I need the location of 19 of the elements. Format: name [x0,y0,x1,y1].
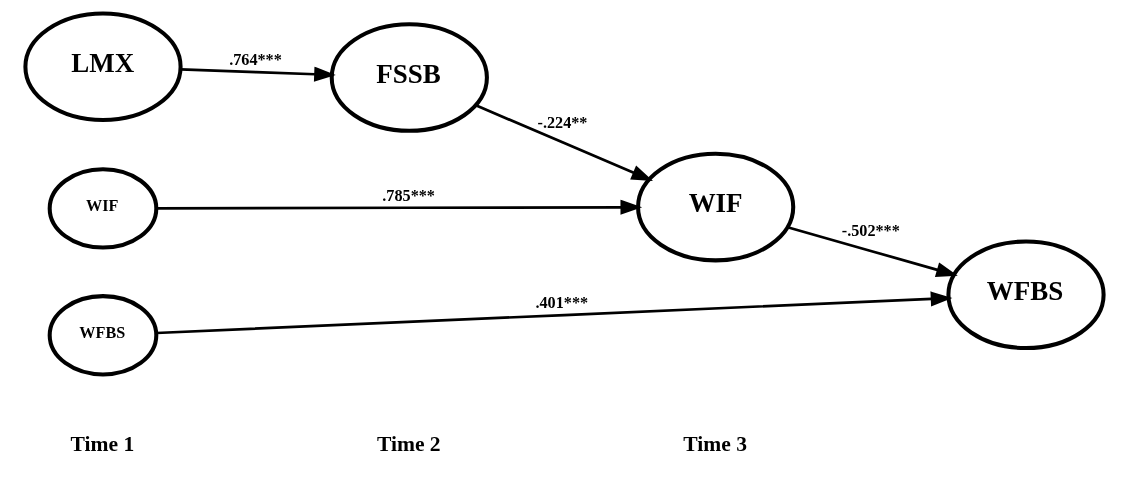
arrow [180,66,336,82]
node-ellipse: FSSB [329,22,489,133]
node-ellipse: WIF [47,167,158,250]
edge-label: -.502*** [841,222,900,241]
node-ellipse: WFBS [47,294,158,377]
edge-label: .401*** [534,293,588,312]
arrow [474,104,653,181]
label: Time 3 [682,432,747,457]
node-ellipse: WFBS [945,239,1106,351]
edge-label: .785*** [381,187,435,206]
arrow [786,225,958,278]
label: Time 2 [376,432,441,457]
arrow [155,291,952,335]
label: Time 1 [70,432,134,457]
arrow [155,199,642,215]
node-ellipse: WIF [635,151,795,263]
edge-label: -.224** [537,114,587,133]
edge-label: .764*** [228,50,282,69]
node-ellipse: LMX [22,11,183,123]
